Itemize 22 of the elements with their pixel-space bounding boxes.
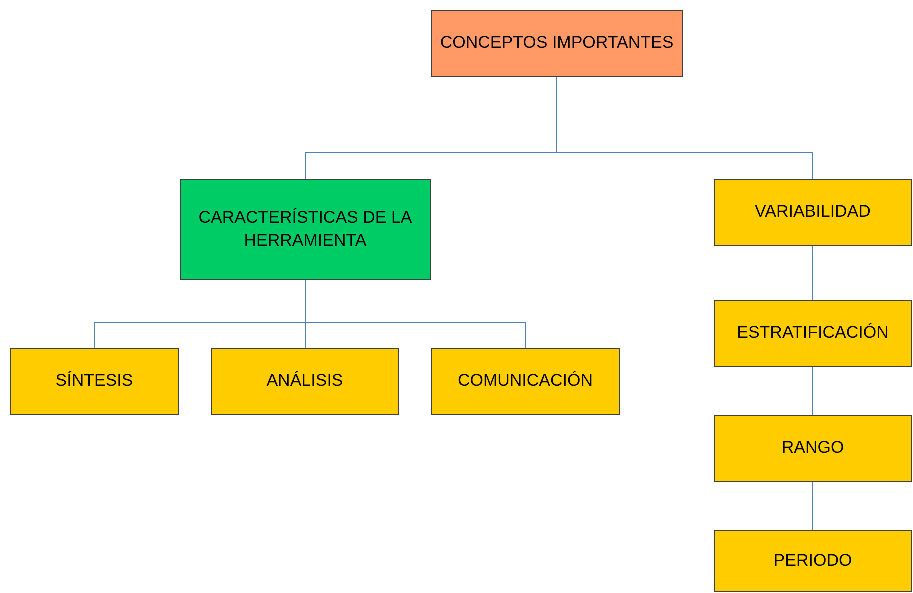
box-label: ANÁLISIS bbox=[266, 370, 344, 392]
concept-box bbox=[431, 348, 620, 415]
concept-box bbox=[714, 179, 912, 246]
box-label: RANGO bbox=[782, 437, 844, 460]
box-label: CARACTERÍSTICAS DE LA HERRAMIENTA bbox=[198, 207, 414, 252]
concept-box bbox=[211, 348, 399, 415]
box-label: COMUNICACIÓN bbox=[458, 370, 594, 392]
title-box bbox=[431, 10, 683, 77]
category-box bbox=[180, 179, 431, 280]
box-label: ESTRATIFICACIÓN bbox=[737, 322, 889, 344]
connector-line bbox=[812, 366, 814, 416]
concept-box bbox=[10, 348, 179, 415]
concept-box bbox=[714, 300, 912, 367]
box-label: VARIABILIDAD bbox=[755, 201, 871, 224]
concept-box bbox=[714, 415, 912, 482]
connector-line bbox=[812, 482, 814, 530]
connector-line bbox=[305, 280, 526, 348]
concept-box bbox=[714, 530, 912, 592]
connector-line bbox=[812, 246, 814, 300]
box-label: PERIODO bbox=[774, 550, 852, 572]
box-label: SÍNTESIS bbox=[56, 370, 134, 392]
box-label: CONCEPTOS IMPORTANTES bbox=[440, 32, 674, 54]
